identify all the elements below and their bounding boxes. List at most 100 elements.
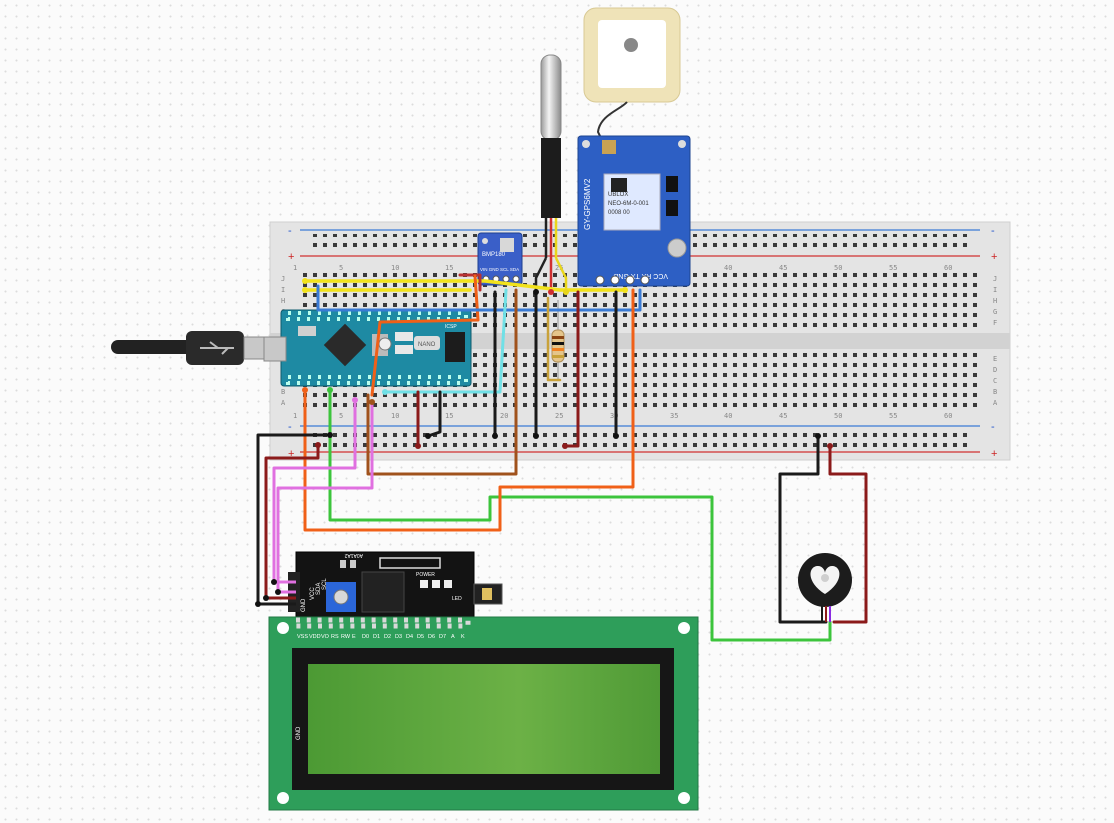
svg-text:D6: D6 [428,634,435,640]
mount-hole [582,140,590,148]
pin-sda-label: SDA [316,583,322,595]
smd-component [432,580,440,588]
rail-minus-sign: - [991,421,995,433]
svg-text:D3: D3 [395,634,402,640]
gps-pin-labels: VCC RX TX GND [613,272,668,279]
svg-text:50: 50 [834,264,842,272]
smd-component [395,345,413,354]
svg-text:E: E [352,634,356,640]
svg-text:A: A [993,399,998,407]
antenna-cable [596,101,628,151]
wire-green [328,388,832,642]
svg-text:I: I [281,286,285,294]
svg-text:F: F [993,319,997,327]
svg-text:C: C [993,377,997,385]
svg-text:40: 40 [724,264,732,272]
icsp-label: ICSP [445,324,457,330]
probe-tip [540,54,562,141]
svg-text:15: 15 [445,264,453,272]
pin-gnd-label: GND [301,598,307,612]
svg-text:VDD: VDD [309,634,321,640]
chip-label: UBLOX [608,192,628,198]
svg-text:15: 15 [445,412,453,420]
svg-text:RS: RS [331,634,339,640]
svg-text:K: K [461,634,465,640]
address-pad [350,560,356,568]
wire-red [828,444,868,624]
wire-endpoints [302,278,833,449]
probe-cable-sleeve [541,138,561,218]
chip-label: 0008 00 [608,210,630,216]
svg-text:A: A [451,634,455,640]
wires [256,273,868,642]
svg-text:10: 10 [391,264,399,272]
backup-battery [667,238,687,258]
svg-text:5: 5 [339,412,343,420]
reset-button [378,337,392,351]
mount-hole [678,792,690,804]
usb-icon [200,341,234,355]
svg-text:1: 1 [293,264,297,272]
address-pad [340,560,346,568]
smd-component [444,580,452,588]
lcd-side-label: GND [296,726,302,740]
svg-text:I: I [993,286,997,294]
wire-blue [316,284,642,312]
svg-text:30: 30 [610,412,618,420]
wire-red [563,290,580,448]
rail-minus-sign: - [991,225,995,237]
nano-bottom-pin-row [286,375,468,385]
smd-component [298,326,316,336]
chip-label: NEO-6M-0-001 [608,201,649,207]
svg-text:45: 45 [779,412,787,420]
svg-text:25: 25 [555,264,563,272]
chip-qr [611,178,627,192]
svg-text:H: H [993,297,997,305]
lcd-pin-labels: VSS VDD VO RS RW E D0 D1 D2 D3 D4 D5 D6 … [297,634,465,640]
microcontroller-chip [323,323,367,367]
svg-text:D: D [993,366,997,374]
svg-text:55: 55 [889,264,897,272]
svg-text:60: 60 [944,264,952,272]
svg-text:D5: D5 [417,634,424,640]
wire-cyan [383,288,508,394]
mini-usb-port [263,336,287,362]
mount-hole [482,238,488,244]
gps-pin [640,275,650,285]
wire-pink [272,398,357,584]
svg-text:G: G [993,308,997,316]
svg-text:35: 35 [670,412,678,420]
bmp-pin-labels: VIN GND SCL SDA [480,267,519,272]
gps-pin [625,275,635,285]
pressure-sensor-module: BMP180 VIN GND SCL SDA [477,232,523,286]
wire-orange [370,274,480,397]
svg-text:5: 5 [339,264,343,272]
antenna-connector [602,140,616,154]
smd-component [395,332,413,341]
resistor [551,300,565,380]
antenna-ceramic [598,20,666,88]
smd-component [666,200,678,216]
svg-text:45: 45 [779,264,787,272]
svg-text:RW: RW [341,634,351,640]
rail-plus-sign: + [991,448,997,460]
svg-text:J: J [281,275,285,283]
svg-text:D0: D0 [362,634,369,640]
gps-pin [595,275,605,285]
mount-hole [678,140,686,148]
led-label: LED [452,596,462,602]
nano-top-pin-row [286,311,468,321]
rail-minus-sign: - [288,421,292,433]
pin-vcc-label: VCC [310,587,316,600]
bottom-column-numbers: 1 5 10 15 20 25 30 35 40 45 50 55 60 [293,412,952,420]
icsp-header [445,332,465,362]
wire-black [778,434,828,624]
lcd-screen [308,664,660,774]
svg-text:50: 50 [834,412,842,420]
wire-yellow [546,296,562,382]
svg-text:VO: VO [321,634,330,640]
svg-text:40: 40 [724,412,732,420]
bmp-pin [512,275,520,283]
svg-text:VSS: VSS [297,634,308,640]
